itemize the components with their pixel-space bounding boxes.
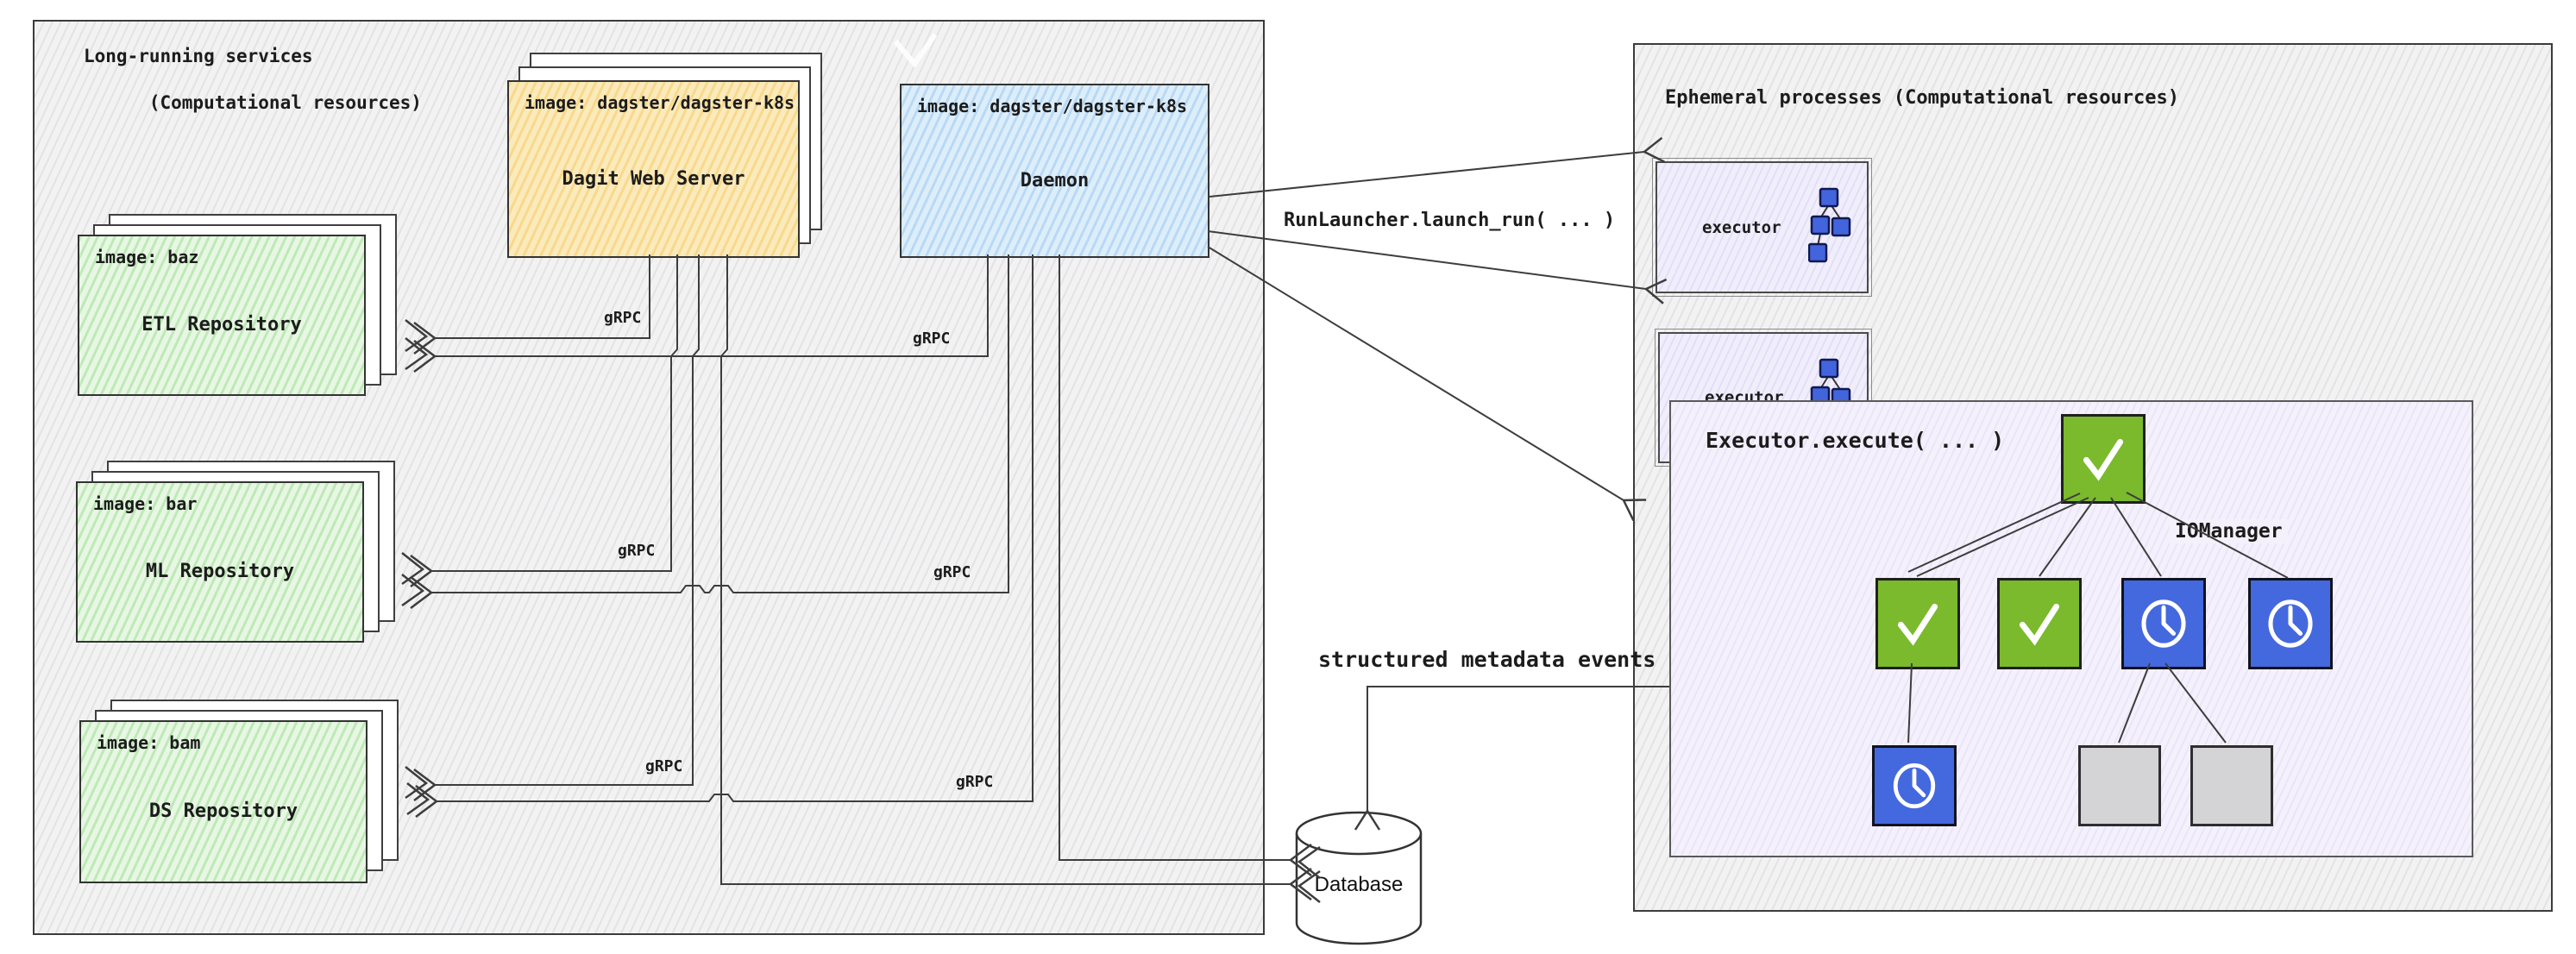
step-node-pending xyxy=(2248,578,2333,669)
clock-icon xyxy=(2268,599,2313,648)
grpc-label: gRPC xyxy=(956,773,994,791)
etl-repository-box: image: baz ETL Repository xyxy=(78,235,366,396)
clock-icon xyxy=(2141,599,2186,648)
grpc-label: gRPC xyxy=(933,563,971,581)
dagit-web-server-stack: image: dagster/dagster-k8s Dagit Web Ser… xyxy=(507,53,822,258)
step-node-success xyxy=(1875,578,1960,669)
check-icon xyxy=(2019,603,2060,646)
ml-label: ML Repository xyxy=(145,561,295,582)
left-panel-title-line1: Long-running services xyxy=(84,46,313,66)
dag-graph-icon xyxy=(1808,187,1851,263)
etl-label: ETL Repository xyxy=(141,314,302,336)
check-icon xyxy=(2083,438,2124,481)
grpc-label: gRPC xyxy=(604,309,642,327)
check-icon xyxy=(1897,603,1938,646)
clock-icon xyxy=(1893,763,1936,809)
ml-repository-box: image: bar ML Repository xyxy=(76,481,364,643)
dagit-image-header: image: dagster/dagster-k8s xyxy=(525,92,795,113)
ml-image-header: image: bar xyxy=(93,493,198,514)
executor-execute-box: Executor.execute( ... ) xyxy=(1669,400,2473,857)
ds-label: DS Repository xyxy=(148,800,298,822)
daemon-image-header: image: dagster/dagster-k8s xyxy=(917,96,1188,116)
database-cylinder-icon xyxy=(1295,811,1423,945)
edge-daemon-executor1 xyxy=(1209,152,1644,198)
ml-repository-stack: image: bar ML Repository xyxy=(76,461,395,643)
executor-label: executor xyxy=(1702,217,1781,237)
edge-daemon-executor2 xyxy=(1207,230,1646,289)
etl-image-header: image: baz xyxy=(95,247,199,267)
ds-image-header: image: bam xyxy=(97,732,201,753)
left-panel-title-line2: (Computational resources) xyxy=(148,92,422,113)
edge-daemon-execute-box xyxy=(1207,246,1624,500)
etl-repository-stack: image: baz ETL Repository xyxy=(78,214,397,396)
grpc-label: gRPC xyxy=(618,542,656,560)
dagit-label: Dagit Web Server xyxy=(562,167,745,190)
structured-metadata-events-label: structured metadata events xyxy=(1318,647,1656,672)
ds-repository-stack: image: bam DS Repository xyxy=(79,700,399,883)
left-panel-title: Long-running services (Computational res… xyxy=(84,45,422,115)
grpc-label: gRPC xyxy=(645,757,683,775)
dagit-web-server-box: image: dagster/dagster-k8s Dagit Web Ser… xyxy=(507,80,800,258)
step-node-skipped xyxy=(2078,745,2161,826)
right-panel-title: Ephemeral processes (Computational resou… xyxy=(1665,87,2180,109)
database-label: Database xyxy=(1314,873,1404,896)
daemon-box: image: dagster/dagster-k8s Daemon xyxy=(900,84,1209,258)
executor-box-1: executor xyxy=(1652,158,1872,297)
daemon-label: Daemon xyxy=(1020,169,1090,191)
edge-execute-database xyxy=(1367,686,1669,811)
step-node-success xyxy=(1997,578,2082,669)
grpc-label: gRPC xyxy=(913,330,951,348)
step-node-success xyxy=(2061,414,2146,504)
step-node-skipped xyxy=(2190,745,2273,826)
executor-execute-title: Executor.execute( ... ) xyxy=(1706,428,2005,453)
step-node-pending xyxy=(2121,578,2206,669)
run-launcher-label: RunLauncher.launch_run( ... ) xyxy=(1284,210,1616,231)
iomanager-label: IOManager xyxy=(2170,519,2288,543)
step-node-pending xyxy=(1872,745,1957,826)
ds-repository-box: image: bam DS Repository xyxy=(79,720,368,883)
